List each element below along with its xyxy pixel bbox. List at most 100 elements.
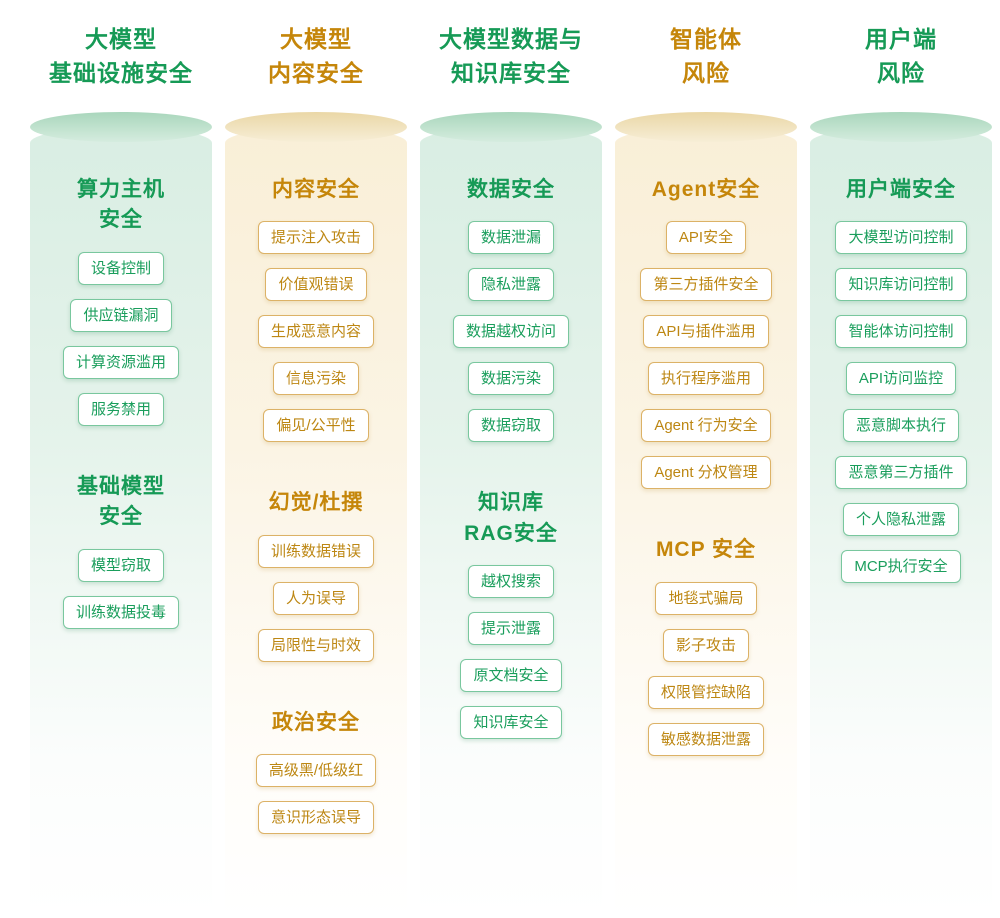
section-heading-line: 安全	[99, 505, 143, 529]
section-content-security: 内容安全 提示注入攻击 价值观错误 生成恶意内容 信息污染 偏见/公平性	[225, 175, 407, 443]
risk-item: 设备控制	[77, 251, 164, 285]
column-title-line: 风险	[877, 60, 925, 86]
risk-item: API安全	[665, 221, 747, 255]
risk-item: 数据污染	[467, 362, 554, 396]
risk-item: 偏见/公平性	[263, 409, 369, 443]
risk-item: 训练数据错误	[257, 534, 374, 568]
section-agent-security: Agent安全 API安全 第三方插件安全 API与插件滥用 执行程序滥用 Ag…	[615, 175, 797, 490]
risk-item: 恶意脚本执行	[842, 409, 959, 443]
pillar-content-security: 大模型 内容安全 内容安全 提示注入攻击 价值观错误 生成恶意内容 信息污染 偏…	[225, 0, 407, 918]
pillar-data-knowledge-security: 大模型数据与 知识库安全 数据安全 数据泄漏 隐私泄露 数据越权访问 数据污染 …	[420, 0, 602, 918]
risk-item: 个人隐私泄露	[842, 503, 959, 537]
section-heading: 算力主机 安全	[77, 175, 165, 236]
risk-item: 服务禁用	[77, 392, 164, 426]
item-list: 数据泄漏 隐私泄露 数据越权访问 数据污染 数据窃取	[420, 221, 602, 443]
cylinder-body: 数据安全 数据泄漏 隐私泄露 数据越权访问 数据污染 数据窃取 知识库 RAG安…	[420, 127, 602, 918]
section-political-security: 政治安全 高级黑/低级红 意识形态误导	[225, 708, 407, 835]
cylinder-body: 算力主机 安全 设备控制 供应链漏洞 计算资源滥用 服务禁用 基础模型 安全	[30, 127, 212, 918]
column-title: 大模型数据与 知识库安全	[420, 0, 602, 112]
column-title-line: 知识库安全	[451, 60, 571, 86]
cylinder: 内容安全 提示注入攻击 价值观错误 生成恶意内容 信息污染 偏见/公平性 幻觉/…	[225, 112, 407, 918]
cylinder-top-ellipse	[810, 112, 992, 142]
risk-item: 知识库访问控制	[835, 268, 967, 302]
section-heading: 数据安全	[467, 175, 555, 205]
column-title-line: 大模型数据与	[439, 25, 583, 52]
section-heading-line: MCP 安全	[655, 538, 757, 562]
risk-item: 恶意第三方插件	[835, 456, 967, 490]
column-title-line: 风险	[682, 60, 730, 86]
section-heading-line: 内容安全	[272, 178, 360, 201]
risk-item: 第三方插件安全	[640, 268, 772, 302]
risk-item: 计算资源滥用	[62, 345, 179, 379]
section-rag-security: 知识库 RAG安全 越权搜索 提示泄露 原文档安全 知识库安全	[420, 488, 602, 740]
cylinder-top-ellipse	[30, 112, 212, 142]
risk-item: Agent 分权管理	[641, 456, 771, 490]
column-title: 大模型 内容安全	[225, 0, 407, 112]
section-heading: 政治安全	[272, 708, 360, 738]
cylinder: 数据安全 数据泄漏 隐私泄露 数据越权访问 数据污染 数据窃取 知识库 RAG安…	[420, 112, 602, 918]
risk-item: 提示注入攻击	[257, 221, 374, 255]
column-title-line: 基础设施安全	[49, 60, 193, 86]
column-title-line: 大模型	[280, 25, 352, 52]
risk-item: 数据窃取	[467, 409, 554, 443]
risk-item: MCP执行安全	[841, 550, 961, 584]
section-mcp-security: MCP 安全 地毯式骗局 影子攻击 权限管控缺陷 敏感数据泄露	[615, 535, 797, 756]
risk-item: 原文档安全	[460, 659, 562, 693]
section-heading-line: 数据安全	[467, 178, 555, 201]
item-list: 越权搜索 提示泄露 原文档安全 知识库安全	[420, 565, 602, 740]
risk-item: 供应链漏洞	[70, 298, 172, 332]
section-heading-line: 用户端安全	[846, 178, 956, 201]
section-heading: 用户端安全	[846, 175, 956, 205]
risk-item: 敏感数据泄露	[647, 722, 764, 756]
section-foundation-model-security: 基础模型 安全 模型窃取 训练数据投毒	[30, 472, 212, 629]
section-heading: 知识库 RAG安全	[464, 488, 558, 549]
column-title-line: 内容安全	[268, 60, 364, 86]
risk-item: 价值观错误	[265, 268, 367, 302]
item-list: 训练数据错误 人为误导 局限性与时效	[225, 534, 407, 662]
risk-item: API访问监控	[845, 362, 957, 396]
section-data-security: 数据安全 数据泄漏 隐私泄露 数据越权访问 数据污染 数据窃取	[420, 175, 602, 443]
section-heading-line: 安全	[99, 208, 143, 232]
risk-item: 局限性与时效	[257, 628, 374, 662]
section-heading-line: Agent安全	[651, 178, 761, 201]
column-title-line: 智能体	[670, 25, 742, 52]
section-heading: MCP 安全	[656, 535, 756, 565]
cylinder-body: 内容安全 提示注入攻击 价值观错误 生成恶意内容 信息污染 偏见/公平性 幻觉/…	[225, 127, 407, 918]
item-list: 地毯式骗局 影子攻击 权限管控缺陷 敏感数据泄露	[615, 581, 797, 756]
item-list: 提示注入攻击 价值观错误 生成恶意内容 信息污染 偏见/公平性	[225, 221, 407, 443]
column-title: 用户端 风险	[810, 0, 992, 112]
risk-item: Agent 行为安全	[641, 409, 771, 443]
risk-item: 隐私泄露	[467, 268, 554, 302]
item-list: 大模型访问控制 知识库访问控制 智能体访问控制 API访问监控 恶意脚本执行 恶…	[810, 221, 992, 584]
cylinder-top-ellipse	[225, 112, 407, 142]
section-heading-line: 算力主机	[77, 178, 165, 201]
section-heading-line: 幻觉/杜撰	[268, 491, 364, 515]
pillar-agent-risk: 智能体 风险 Agent安全 API安全 第三方插件安全 API与插件滥用 执行…	[615, 0, 797, 918]
cylinder-top-ellipse	[615, 112, 797, 142]
cylinder-top-ellipse	[420, 112, 602, 142]
risk-item: 影子攻击	[662, 628, 749, 662]
cylinder: Agent安全 API安全 第三方插件安全 API与插件滥用 执行程序滥用 Ag…	[615, 112, 797, 918]
risk-item: 提示泄露	[467, 612, 554, 646]
pillar-infrastructure-security: 大模型 基础设施安全 算力主机 安全 设备控制 供应链漏洞 计算资源滥用 服务禁…	[30, 0, 212, 918]
column-title-line: 用户端	[865, 25, 937, 52]
risk-item: 人为误导	[272, 581, 359, 615]
section-heading: 幻觉/杜撰	[269, 488, 364, 518]
section-heading-line: RAG安全	[464, 521, 558, 545]
risk-item: 信息污染	[272, 362, 359, 396]
risk-item: 生成恶意内容	[257, 315, 374, 349]
risk-item: 高级黑/低级红	[255, 754, 377, 788]
item-list: 设备控制 供应链漏洞 计算资源滥用 服务禁用	[30, 251, 212, 426]
risk-item: 执行程序滥用	[647, 362, 764, 396]
cylinder-body: 用户端安全 大模型访问控制 知识库访问控制 智能体访问控制 API访问监控 恶意…	[810, 127, 992, 918]
section-heading-line: 知识库	[477, 491, 544, 515]
section-compute-host-security: 算力主机 安全 设备控制 供应链漏洞 计算资源滥用 服务禁用	[30, 175, 212, 426]
risk-item: 训练数据投毒	[62, 595, 179, 629]
column-title: 大模型 基础设施安全	[30, 0, 212, 112]
section-heading-line: 政治安全	[272, 710, 360, 734]
section-hallucination: 幻觉/杜撰 训练数据错误 人为误导 局限性与时效	[225, 488, 407, 662]
section-heading: 基础模型 安全	[77, 472, 165, 533]
cylinder: 用户端安全 大模型访问控制 知识库访问控制 智能体访问控制 API访问监控 恶意…	[810, 112, 992, 918]
risk-item: 智能体访问控制	[835, 315, 967, 349]
section-heading-line: 基础模型	[77, 474, 165, 498]
